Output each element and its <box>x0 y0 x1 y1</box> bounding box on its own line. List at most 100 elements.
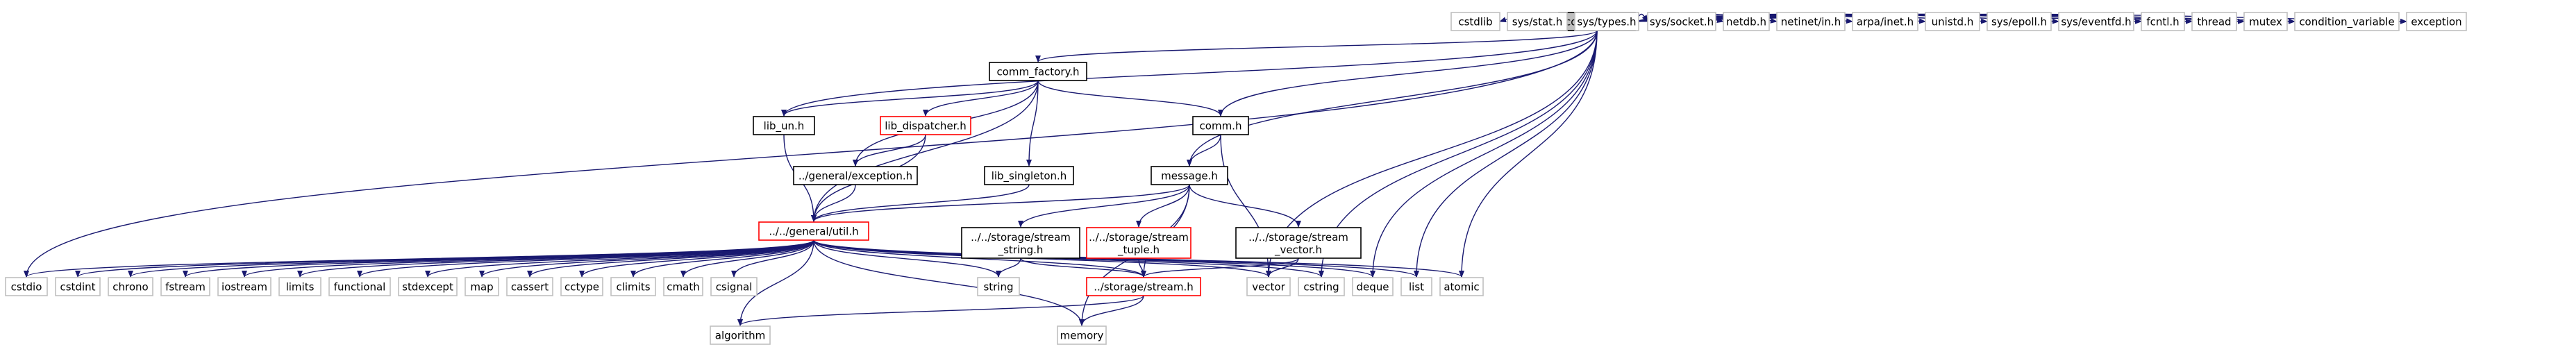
node-box <box>2406 12 2467 31</box>
node-lib-singleton[interactable]: lib_singleton.h <box>984 166 1074 185</box>
node-label: exception <box>2411 16 2461 28</box>
node-label: fstream <box>165 281 206 294</box>
edge-message-to-util <box>811 184 1190 222</box>
node-cmath: cmath <box>663 277 703 296</box>
node-cstdlib: cstdlib <box>1450 12 1500 31</box>
node-label: csignal <box>716 281 753 294</box>
node-box <box>328 277 391 296</box>
edge-root-to-atomic <box>1459 30 1598 278</box>
edge-comm_factory-to-lib_un <box>781 80 1039 117</box>
node-comm-factory[interactable]: comm_factory.h <box>989 62 1087 81</box>
edge-message-to-stream_vector <box>1189 184 1301 228</box>
node-label: memory <box>1060 330 1104 342</box>
node-label: cctype <box>564 281 599 294</box>
edge-util-to-map <box>479 239 814 278</box>
edge-util-to-cmath <box>680 239 814 278</box>
node-box <box>1057 325 1107 345</box>
node-box <box>398 277 458 296</box>
node-box <box>560 277 603 296</box>
node-box <box>278 277 321 296</box>
node-condition-variable: condition_variable <box>2294 12 2400 31</box>
node-stream-string[interactable]: ../../storage/stream_string.h <box>961 227 1080 259</box>
node-box <box>160 277 210 296</box>
node-label: climits <box>616 281 650 294</box>
node-label: fcntl.h <box>2146 16 2179 28</box>
node-label: sys/types.h <box>1577 16 1636 28</box>
node-label: iostream <box>221 281 267 294</box>
node-box <box>663 277 703 296</box>
node-string: string <box>977 277 1020 296</box>
edge-root-to-comm <box>1218 30 1598 117</box>
node-chrono: chrono <box>108 277 153 296</box>
node-stdexcept: stdexcept <box>398 277 458 296</box>
node-label: lib_singleton.h <box>992 170 1067 183</box>
node-label: netinet/in.h <box>1781 16 1841 28</box>
node-label: cmath <box>667 281 699 294</box>
node-label: functional <box>334 281 386 294</box>
node-box <box>1235 227 1362 259</box>
node-box <box>1450 12 1500 31</box>
edge-util-to-memory <box>813 239 1085 326</box>
node-label: sys/socket.h <box>1650 16 1714 28</box>
edge-comm_factory-to-util <box>811 80 1039 222</box>
node-label: chrono <box>112 281 148 294</box>
node-box <box>2191 12 2237 31</box>
node-box <box>465 277 499 296</box>
node-stream[interactable]: ../storage/stream.h <box>1086 277 1201 296</box>
node-label: thread <box>2197 16 2231 28</box>
node-comm[interactable]: comm.h <box>1192 116 1249 135</box>
edge-util-to-stdexcept <box>425 239 814 278</box>
node-label: arpa/inet.h <box>1857 16 1914 28</box>
node-box <box>2141 12 2185 31</box>
node-lib-dispatcher[interactable]: lib_dispatcher.h <box>880 116 971 135</box>
node-label: cstring <box>1303 281 1339 294</box>
node-box <box>1192 116 1249 135</box>
node-box <box>217 277 271 296</box>
edge-util-to-stream <box>813 239 1146 278</box>
node-box <box>753 116 815 135</box>
node-box <box>1352 277 1394 296</box>
node-unistd: unistd.h <box>1925 12 1980 31</box>
node-label: ../../storage/stream_string.h <box>971 231 1071 257</box>
node-util[interactable]: ../../general/util.h <box>758 221 869 241</box>
node-box <box>610 277 656 296</box>
node-box <box>5 277 48 296</box>
edge-stream-to-memory <box>1079 295 1144 326</box>
edge-util-to-climits <box>630 239 814 278</box>
node-box <box>1647 12 1716 31</box>
node-label: comm.h <box>1200 120 1242 133</box>
node-box <box>1507 12 1568 31</box>
node-label: list <box>1409 281 1424 294</box>
edge-util-to-cctype <box>579 239 814 278</box>
node-netinet-in: netinet/in.h <box>1776 12 1846 31</box>
node-box <box>710 277 758 296</box>
node-stream-vector[interactable]: ../../storage/stream_vector.h <box>1235 227 1362 259</box>
edge-stream-to-algorithm <box>737 295 1144 326</box>
node-label: cstdio <box>11 281 42 294</box>
node-box <box>2058 12 2134 31</box>
node-box <box>1987 12 2052 31</box>
node-cassert: cassert <box>506 277 553 296</box>
edge-root-to-list <box>1414 30 1598 278</box>
node-label: deque <box>1356 281 1389 294</box>
node-sys-eventfd: sys/eventfd.h <box>2058 12 2134 31</box>
edge-root-to-cstdio <box>24 30 1598 278</box>
node-box <box>1246 277 1291 296</box>
node-exception-std: exception <box>2406 12 2467 31</box>
node-box <box>1298 277 1345 296</box>
node-label: algorithm <box>715 330 765 342</box>
node-exception[interactable]: ../general/exception.h <box>793 166 918 185</box>
edge-message-to-stream_string <box>1018 184 1190 228</box>
edge-util-to-algorithm <box>737 239 814 326</box>
edge-util-to-chrono <box>128 239 814 278</box>
node-climits: climits <box>610 277 656 296</box>
node-label: comm_factory.h <box>996 66 1079 79</box>
node-stream-tuple[interactable]: ../../storage/stream_tuple.h <box>1086 227 1191 259</box>
node-lib-un[interactable]: lib_un.h <box>753 116 815 135</box>
node-sys-epoll: sys/epoll.h <box>1987 12 2052 31</box>
node-netdb: netdb.h <box>1723 12 1770 31</box>
edge-root-to-cstring <box>1319 30 1598 278</box>
node-box <box>2243 12 2288 31</box>
node-message[interactable]: message.h <box>1151 166 1228 185</box>
